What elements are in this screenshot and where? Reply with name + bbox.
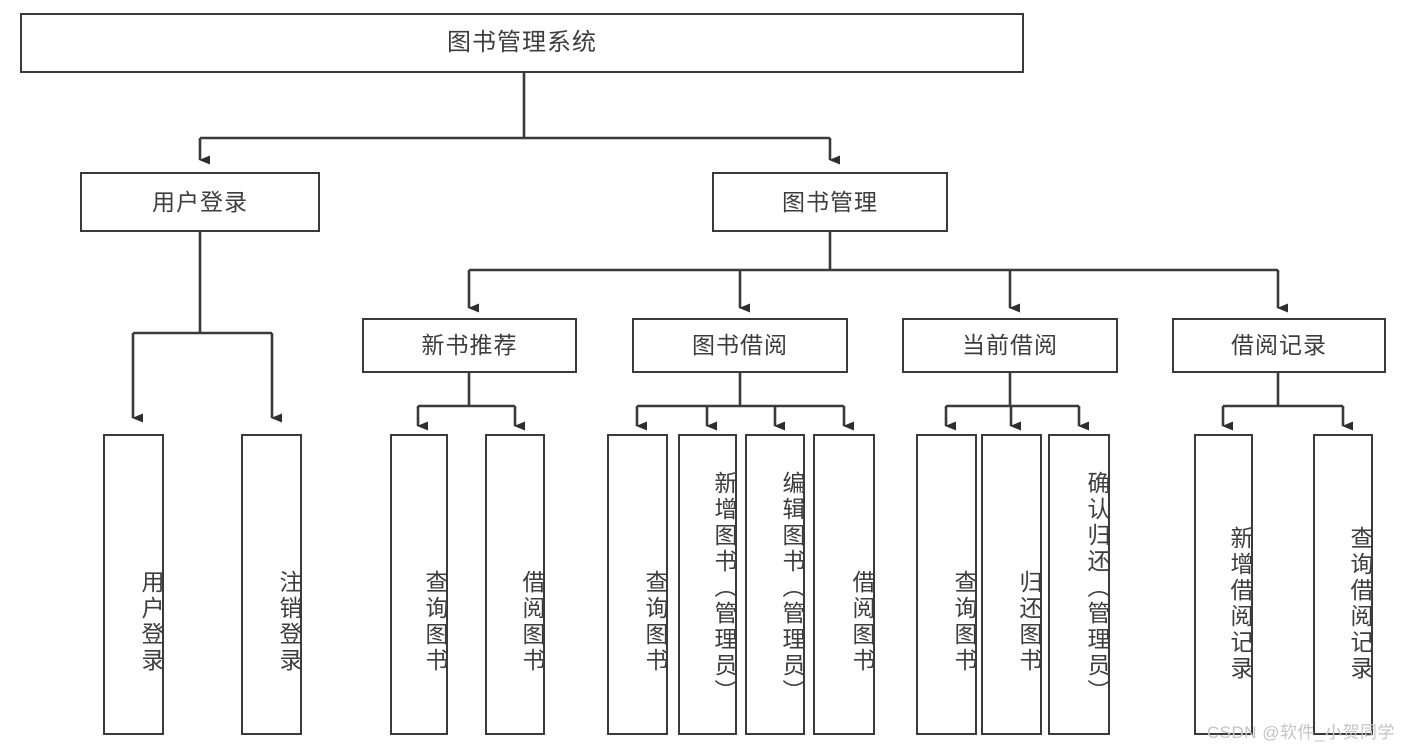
leaf-query-book-3-label: 查询图书: [951, 570, 977, 674]
leaf-add-book-label: 新增图书（管理员）: [711, 470, 737, 705]
leaf-query-record[interactable]: 查询借阅记录: [1313, 434, 1373, 735]
node-root-label: 图书管理系统: [447, 29, 597, 57]
csdn-watermark: CSDN @软件_小贺同学: [1206, 723, 1395, 742]
leaf-add-book[interactable]: 新增图书（管理员）: [678, 434, 737, 735]
node-user-login-label: 用户登录: [152, 188, 248, 215]
node-current-borrow-label: 当前借阅: [962, 332, 1058, 359]
node-user-login[interactable]: 用户登录: [80, 172, 320, 232]
leaf-add-record-label: 新增借阅记录: [1227, 525, 1253, 682]
node-new-book-recommend-label: 新书推荐: [421, 332, 518, 359]
leaf-user-login[interactable]: 用户登录: [103, 434, 164, 735]
leaf-query-book-1-label: 查询图书: [422, 570, 448, 674]
leaf-edit-book-label: 编辑图书（管理员）: [779, 470, 805, 705]
leaf-user-logout-label: 注销登录: [276, 570, 302, 674]
leaf-edit-book[interactable]: 编辑图书（管理员）: [745, 434, 805, 735]
leaf-query-record-label: 查询借阅记录: [1347, 525, 1373, 682]
node-book-manage-label: 图书管理: [782, 188, 878, 215]
leaf-borrow-book-2-label: 借阅图书: [849, 570, 875, 674]
leaf-query-book-3[interactable]: 查询图书: [916, 434, 977, 735]
leaf-borrow-book-1-label: 借阅图书: [519, 570, 545, 674]
leaf-confirm-return[interactable]: 确认归还（管理员）: [1048, 434, 1110, 735]
leaf-borrow-book-2[interactable]: 借阅图书: [813, 434, 875, 735]
leaf-confirm-return-label: 确认归还（管理员）: [1084, 470, 1110, 705]
node-root[interactable]: 图书管理系统: [20, 13, 1024, 73]
node-new-book-recommend[interactable]: 新书推荐: [362, 318, 577, 373]
node-book-borrow-label: 图书借阅: [692, 332, 788, 359]
node-current-borrow[interactable]: 当前借阅: [902, 318, 1118, 373]
leaf-query-book-2-label: 查询图书: [642, 570, 668, 674]
leaf-user-login-label: 用户登录: [138, 570, 164, 674]
leaf-add-record[interactable]: 新增借阅记录: [1194, 434, 1253, 735]
node-book-borrow[interactable]: 图书借阅: [632, 318, 848, 373]
node-book-manage[interactable]: 图书管理: [712, 172, 948, 232]
leaf-return-book-label: 归还图书: [1016, 570, 1042, 674]
leaf-query-book-2[interactable]: 查询图书: [607, 434, 668, 735]
node-borrow-record[interactable]: 借阅记录: [1172, 318, 1386, 373]
leaf-return-book[interactable]: 归还图书: [981, 434, 1042, 735]
node-borrow-record-label: 借阅记录: [1231, 332, 1327, 359]
leaf-query-book-1[interactable]: 查询图书: [390, 434, 448, 735]
leaf-borrow-book-1[interactable]: 借阅图书: [485, 434, 545, 735]
leaf-user-logout[interactable]: 注销登录: [241, 434, 302, 735]
